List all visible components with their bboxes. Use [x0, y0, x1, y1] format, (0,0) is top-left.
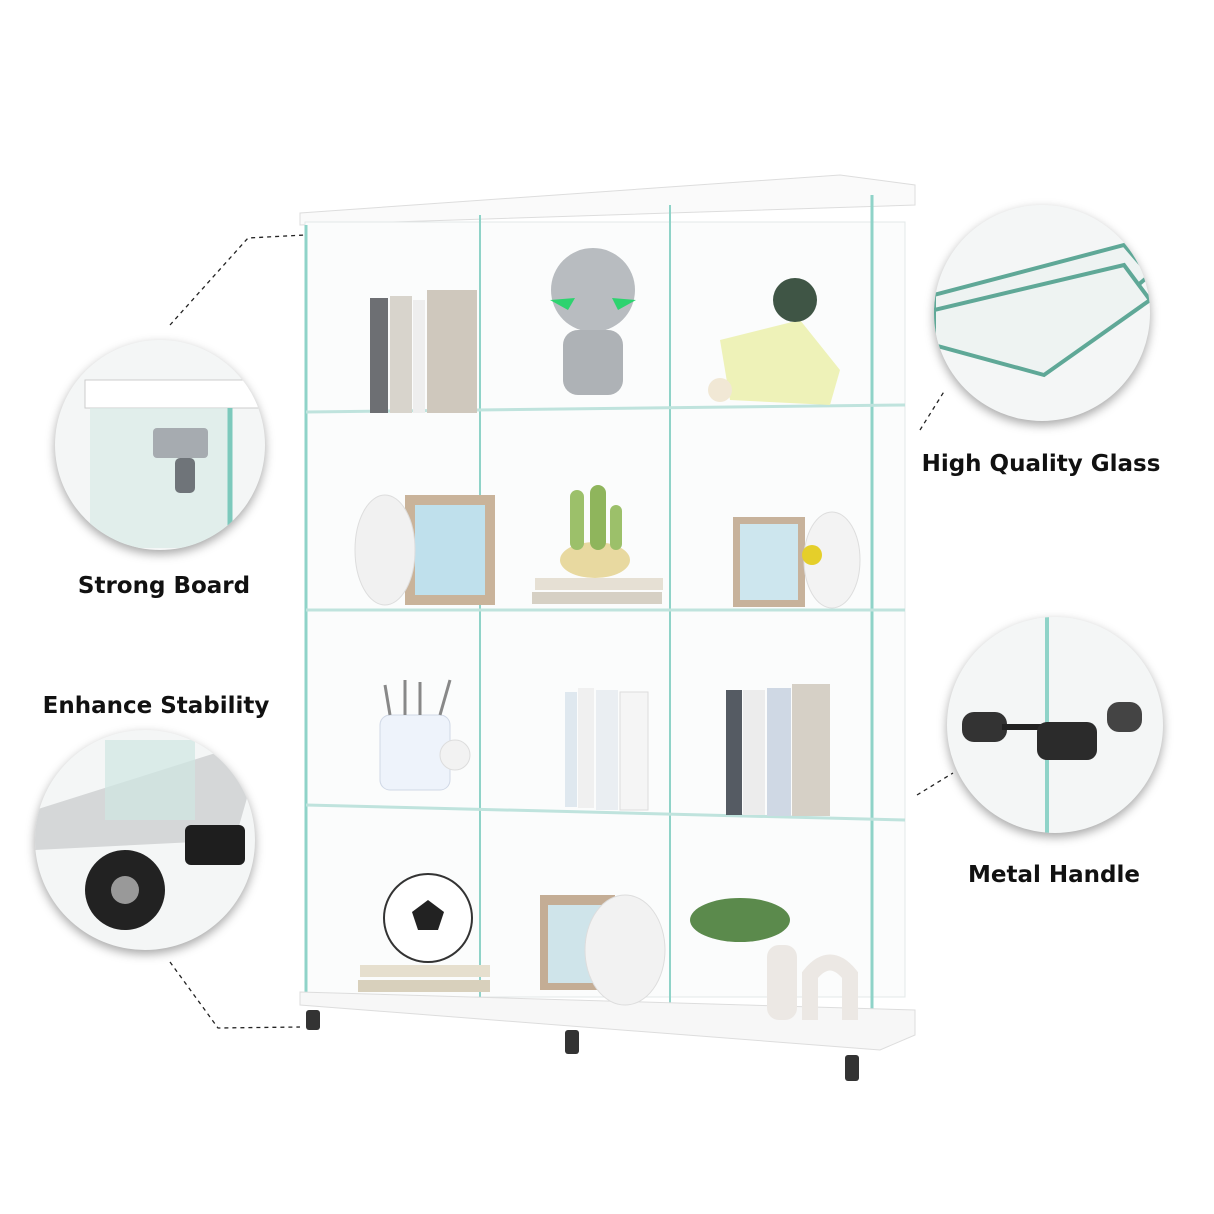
strong-board-inset	[55, 340, 265, 550]
bottom-board	[299, 991, 916, 1051]
books-2	[565, 688, 649, 811]
robot-figure	[550, 248, 636, 395]
feature-label-high-quality-glass: High Quality Glass	[921, 451, 1161, 477]
lion-planter	[708, 278, 840, 405]
glass-panes-icon	[934, 242, 1150, 378]
top-board	[299, 174, 916, 226]
books-3	[726, 684, 830, 816]
soccer-ball	[358, 873, 490, 992]
frame-figure-2	[540, 894, 666, 1006]
cactus-pot	[532, 485, 663, 604]
plant-vase	[690, 898, 858, 1020]
feature-label-strong-board: Strong Board	[77, 573, 251, 599]
caster-wheels	[306, 1010, 859, 1081]
bracket-hinge-icon	[84, 379, 265, 550]
frame-figure-1	[354, 494, 495, 606]
feature-label-enhance-stability: Enhance Stability	[42, 693, 270, 719]
glass-inset	[934, 205, 1150, 421]
enhance-stability-inset	[35, 730, 255, 950]
metal-handle-inset	[947, 617, 1163, 833]
metal-handle-icon	[962, 617, 1142, 833]
caster-wheel-icon	[35, 740, 255, 930]
books-1	[370, 290, 477, 413]
feature-label-metal-handle: Metal Handle	[968, 862, 1140, 888]
pencil-cup	[379, 679, 471, 791]
frame-astronaut	[733, 511, 861, 609]
leader-lines	[169, 234, 954, 1029]
